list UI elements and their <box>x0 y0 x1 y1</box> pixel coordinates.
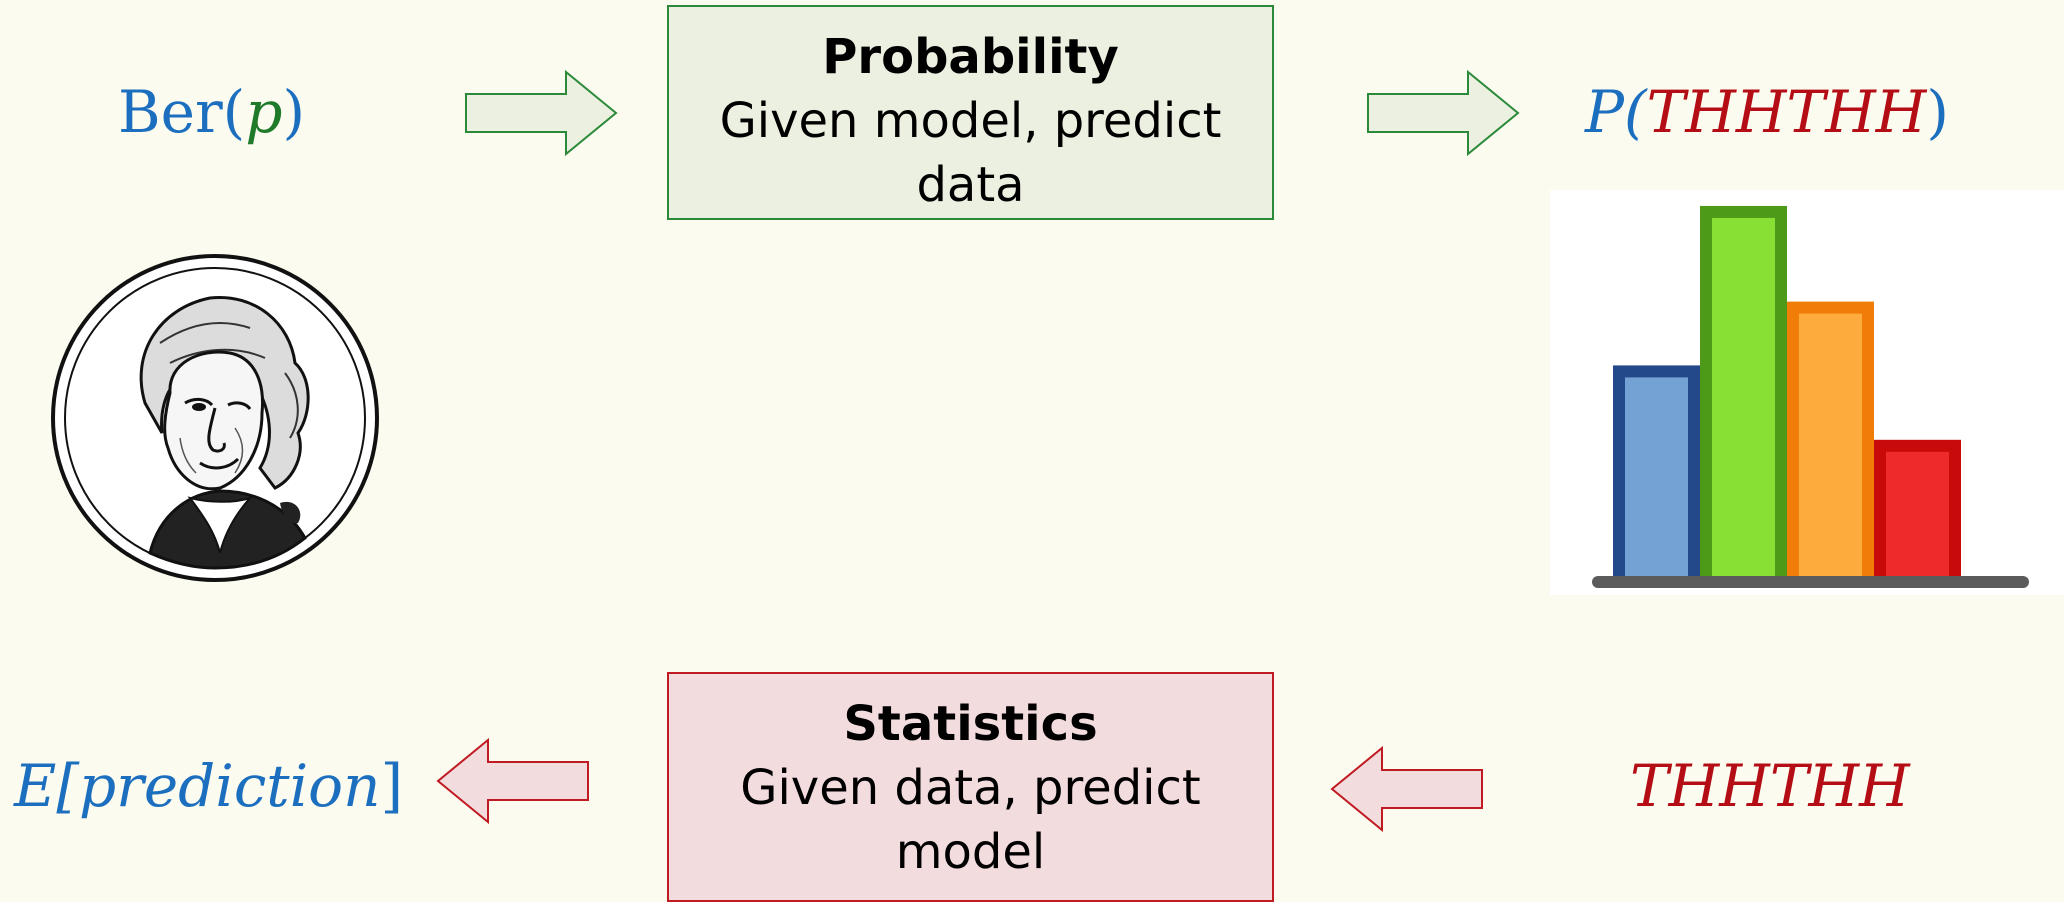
prob-suffix: ) <box>1926 78 1949 146</box>
exp-suffix: ] <box>380 752 404 820</box>
observed-data-label: THHTHH <box>1630 752 1910 820</box>
prob-seq: THHTHH <box>1646 78 1927 146</box>
washington-coin-icon <box>51 254 379 582</box>
ber-suffix: ) <box>282 78 306 146</box>
probability-desc-line1: Given model, predict <box>719 93 1222 149</box>
probability-desc-line2: data <box>916 157 1025 213</box>
probability-of-sequence-label: P(THHTHH) <box>1585 78 1949 146</box>
data-seq: THHTHH <box>1630 752 1910 820</box>
probability-title: Probability <box>822 29 1119 85</box>
right-arrow-icon <box>465 69 618 157</box>
expected-prediction-label: E[prediction] <box>14 752 403 820</box>
exp-arg: prediction <box>78 752 381 820</box>
statistics-desc-line2: model <box>895 824 1046 880</box>
exp-prefix: E[ <box>14 752 79 820</box>
right-arrow-icon <box>1367 69 1520 157</box>
bernoulli-model-label: Ber(p) <box>118 78 305 146</box>
bar-fill-1 <box>1625 377 1688 578</box>
ber-param: p <box>245 78 283 146</box>
statistics-desc-line1: Given data, predict <box>740 760 1201 816</box>
probability-box: Probability Given model, predict data <box>667 5 1274 220</box>
statistics-box: Statistics Given data, predict model <box>667 672 1274 902</box>
bar-fill-3 <box>1799 313 1862 578</box>
histogram-chart <box>1550 190 2064 595</box>
statistics-title: Statistics <box>843 696 1098 752</box>
left-arrow-icon <box>1330 745 1483 833</box>
bar-fill-4 <box>1886 451 1949 578</box>
prob-prefix: P( <box>1585 78 1647 146</box>
bar-fill-2 <box>1712 217 1775 579</box>
left-arrow-icon <box>436 737 589 825</box>
ber-prefix: Ber( <box>118 78 246 146</box>
